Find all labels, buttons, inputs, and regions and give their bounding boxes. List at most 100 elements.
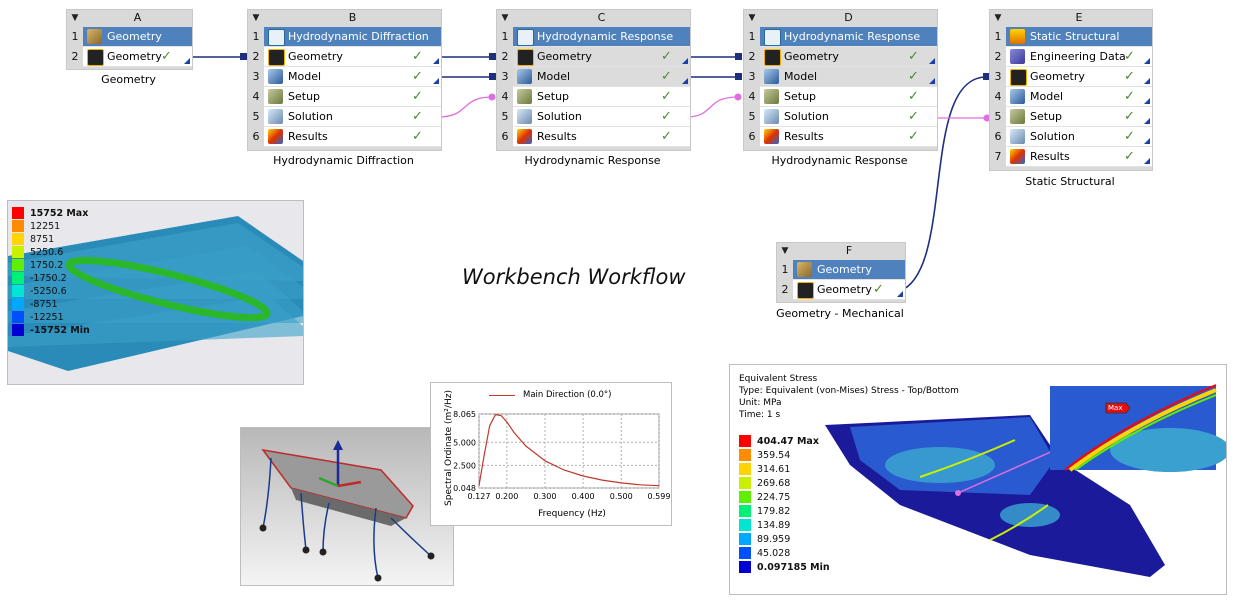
legend-label: 0.097185 Min [757, 561, 830, 573]
workflow-title: Workbench Workflow [462, 265, 686, 289]
system-a-header: ▼ A [67, 10, 192, 26]
x-axis-label: Frequency (Hz) [538, 509, 606, 519]
row-number: 1 [994, 30, 1002, 43]
system-menu-arrow-icon[interactable]: ▼ [71, 13, 79, 23]
y-tick-label: 0.048 [453, 484, 476, 493]
cell-results[interactable]: Results✓ [1006, 147, 1152, 167]
cell-solution[interactable]: Solution✓ [513, 107, 690, 127]
solution-icon [764, 109, 779, 124]
cell-results[interactable]: Results✓ [760, 127, 937, 147]
cell-geometry[interactable]: Geometry✓ [264, 47, 441, 67]
cell-setup[interactable]: Setup✓ [760, 87, 937, 107]
cell-solution[interactable]: Solution✓ [1006, 127, 1152, 147]
legend-swatch [12, 259, 24, 271]
system-e[interactable]: ▼ E 1 Static Structural 2 Engineering Da… [989, 9, 1153, 171]
legend-label: 89.959 [757, 533, 791, 545]
cell-solution[interactable]: Solution✓ [264, 107, 441, 127]
system-letter: A [133, 11, 142, 24]
y-tick-label: 8.065 [453, 410, 476, 419]
expand-triangle-icon [1144, 158, 1150, 164]
system-c[interactable]: ▼ C 1 Hydrodynamic Response 2 Geometry✓ … [496, 9, 691, 151]
plot-area [478, 413, 660, 489]
system-menu-arrow-icon[interactable]: ▼ [781, 246, 789, 256]
system-menu-arrow-icon[interactable]: ▼ [252, 13, 260, 23]
cell-engineering-data[interactable]: Engineering Data✓ [1006, 47, 1152, 67]
results-cube-icon [764, 129, 779, 144]
results-cube-icon [268, 129, 283, 144]
system-menu-arrow-icon[interactable]: ▼ [994, 13, 1002, 23]
cell-results[interactable]: Results✓ [264, 127, 441, 147]
model-cube-icon [764, 69, 779, 84]
system-d[interactable]: ▼ D 1 Hydrodynamic Response 2 Geometry✓ … [743, 9, 938, 151]
legend-swatch [739, 449, 751, 461]
row-number: 4 [252, 90, 260, 103]
legend-swatch [12, 311, 24, 323]
legend-label: 8751 [30, 233, 55, 245]
system-menu-arrow-icon[interactable]: ▼ [748, 13, 756, 23]
row-number: 5 [994, 110, 1002, 123]
legend-swatch [12, 246, 24, 258]
cell-model[interactable]: Model✓ [264, 67, 441, 87]
check-icon: ✓ [1124, 69, 1135, 84]
cell-title-geometry[interactable]: Geometry [83, 27, 192, 47]
cell-geometry[interactable]: Geometry ✓ [83, 47, 192, 67]
expand-triangle-icon [1144, 138, 1150, 144]
check-icon: ✓ [1124, 89, 1135, 104]
row-number: 3 [501, 70, 509, 83]
x-tick-label: 0.300 [534, 492, 557, 501]
check-icon: ✓ [1124, 149, 1135, 164]
check-icon: ✓ [1124, 109, 1135, 124]
expand-triangle-icon [433, 78, 439, 84]
spectrum-chart-panel: Main Direction (0.0°) Spectral Ordinate … [430, 382, 672, 526]
cell-model[interactable]: Model✓ [760, 67, 937, 87]
system-menu-arrow-icon[interactable]: ▼ [501, 13, 509, 23]
cell-geometry[interactable]: Geometry✓ [513, 47, 690, 67]
system-letter: B [348, 11, 357, 24]
cell-setup[interactable]: Setup✓ [1006, 107, 1152, 127]
row-number: 4 [994, 90, 1002, 103]
cell-solution[interactable]: Solution✓ [760, 107, 937, 127]
row-number: 5 [501, 110, 509, 123]
system-b[interactable]: ▼ B 1 Hydrodynamic Diffraction 2 Geometr… [247, 9, 442, 151]
cell-geometry[interactable]: Geometry✓ [1006, 67, 1152, 87]
legend-label: 359.54 [757, 449, 791, 461]
check-icon: ✓ [661, 69, 672, 84]
cell-title-geometry[interactable]: Geometry [793, 260, 905, 280]
geometry-play-icon [268, 49, 285, 66]
legend-label: 1750.2 [30, 259, 64, 271]
legend-swatch [12, 298, 24, 310]
legend-swatch [739, 477, 751, 489]
check-icon: ✓ [908, 109, 919, 124]
cell-model[interactable]: Model✓ [513, 67, 690, 87]
cell-setup[interactable]: Setup✓ [264, 87, 441, 107]
cell-title-hydrodynamic-response[interactable]: Hydrodynamic Response [760, 27, 937, 47]
cell-geometry[interactable]: Geometry✓ [793, 280, 905, 300]
x-tick-label: 0.599 [648, 492, 671, 501]
cell-results[interactable]: Results✓ [513, 127, 690, 147]
link-B5-C4 [437, 96, 493, 118]
hydrodynamic-pressure-panel: 15752 Max 12251 8751 5250.6 1750.2 -1750… [7, 200, 304, 385]
check-icon: ✓ [412, 69, 423, 84]
geometry-box-icon [87, 29, 102, 44]
check-icon: ✓ [412, 49, 423, 64]
row-number: 5 [748, 110, 756, 123]
legend-swatch [12, 220, 24, 232]
system-f[interactable]: ▼ F 1 Geometry 2 Geometry✓ [776, 242, 906, 303]
cell-model[interactable]: Model✓ [1006, 87, 1152, 107]
geometry-play-icon [517, 49, 534, 66]
expand-triangle-icon [682, 78, 688, 84]
expand-triangle-icon [682, 58, 688, 64]
expand-triangle-icon [184, 58, 190, 64]
row-number: 6 [501, 130, 509, 143]
cell-title-hydrodynamic-response[interactable]: Hydrodynamic Response [513, 27, 690, 47]
cell-setup[interactable]: Setup✓ [513, 87, 690, 107]
legend-swatch [739, 519, 751, 531]
moored-hull-model [259, 440, 435, 582]
legend-label: 15752 Max [30, 207, 89, 219]
system-a[interactable]: ▼ A 1 Geometry 2 Geometry ✓ [66, 9, 193, 70]
cell-title-hydrodynamic-diffraction[interactable]: Hydrodynamic Diffraction [264, 27, 441, 47]
cell-title-static-structural[interactable]: Static Structural [1006, 27, 1152, 47]
legend-swatch [739, 561, 751, 573]
legend-label: 134.89 [757, 519, 791, 531]
cell-geometry[interactable]: Geometry✓ [760, 47, 937, 67]
